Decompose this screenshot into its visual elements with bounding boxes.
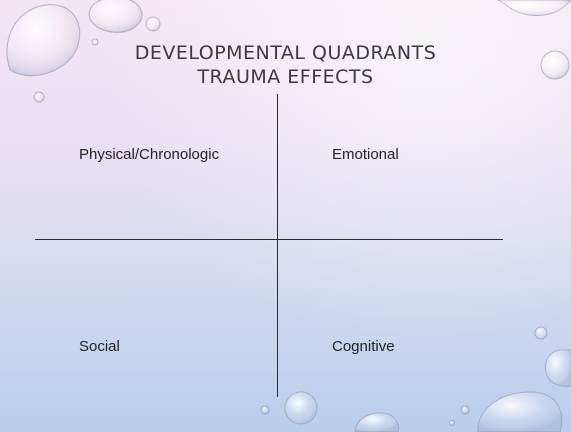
- droplet-bottom-tiny: [449, 420, 455, 426]
- droplet-bottom-mid-1: [284, 391, 318, 425]
- droplet-right-large: [544, 349, 571, 387]
- droplet-small-3: [33, 91, 45, 103]
- droplet-bottom-center: [354, 412, 400, 432]
- droplet-top-right: [496, 0, 571, 17]
- droplet-bottom-mid-2: [260, 405, 270, 415]
- droplet-top-left: [6, 0, 143, 77]
- quadrant-label-physical: Physical/Chronologic: [79, 146, 220, 163]
- vertical-divider: [277, 94, 278, 397]
- quadrant-label-emotional: Emotional: [332, 146, 399, 163]
- quadrant-label-social: Social: [79, 338, 120, 355]
- droplet-bottom-right: [477, 391, 563, 432]
- quadrant-label-cognitive: Cognitive: [332, 338, 395, 355]
- droplet-small-1: [145, 16, 161, 32]
- horizontal-divider: [35, 239, 503, 240]
- slide-title-line-2: TRAUMA EFFECTS: [197, 66, 374, 88]
- droplet-right-small: [534, 326, 548, 340]
- droplet-bottom-small: [460, 405, 470, 415]
- slide-title-line-1: DEVELOPMENTAL QUADRANTS: [134, 42, 437, 64]
